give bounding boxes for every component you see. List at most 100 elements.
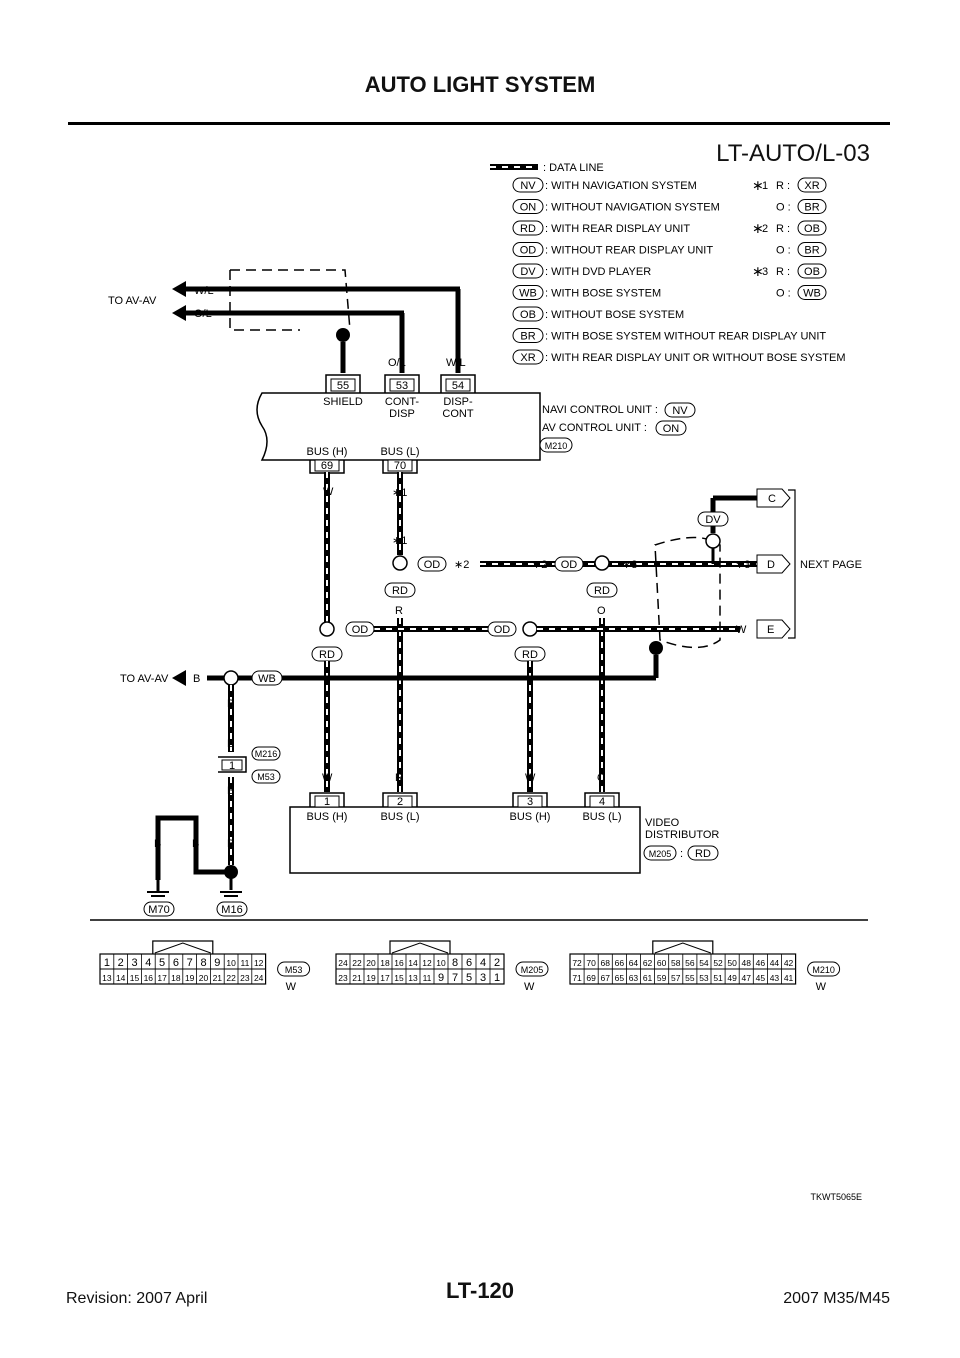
model: 2007 M35/M45 — [783, 1290, 890, 1307]
wire-o-bottom: O — [597, 772, 606, 784]
legend-text: : WITHOUT REAR DISPLAY UNIT — [545, 245, 713, 257]
grounds: B B B M70 M16 — [143, 815, 248, 917]
top-wiring: TO AV-AV W/L O/L O/L W/L — [108, 269, 466, 373]
navi-code: NV — [672, 405, 688, 417]
connector-pin: 41 — [784, 973, 794, 983]
joint-m53: M53 — [257, 772, 275, 782]
wire-o1: O — [597, 605, 606, 617]
legend-code-wb: WB — [519, 288, 537, 300]
note-star: ∗ — [752, 263, 764, 279]
legend-text: : WITH NAVIGATION SYSTEM — [545, 180, 697, 192]
wire-w-top: W — [323, 486, 334, 498]
cu-bottom-pin-name: BUS (H) — [307, 446, 348, 458]
note-o-code: BR — [804, 202, 819, 214]
note-r-code: OB — [804, 266, 820, 278]
arrow-left-icon — [172, 670, 186, 686]
wire-b-left: B — [193, 673, 200, 685]
connector-pin: 10 — [436, 958, 446, 968]
next-page-terminals: C D E NEXT PAGE — [756, 488, 862, 639]
wire-od2: OD — [561, 559, 578, 571]
wire-dv: DV — [705, 514, 721, 526]
connector-pin: 16 — [144, 973, 154, 983]
diagram-code: LT-AUTO/L-03 — [716, 140, 870, 167]
wire-b3: B — [227, 785, 234, 797]
legend-text: : WITH DVD PLAYER — [545, 266, 651, 278]
connector-pin: 44 — [770, 958, 780, 968]
connector-pin: 4 — [480, 957, 486, 969]
legend-text: : WITHOUT BOSE SYSTEM — [545, 309, 684, 321]
to-av-av2-label: TO AV-AV — [120, 673, 169, 685]
connector-color: W — [524, 981, 535, 993]
note-r-label: R : — [776, 180, 790, 192]
legend-text: : WITHOUT NAVIGATION SYSTEM — [545, 202, 720, 214]
arrow-left-icon — [172, 305, 186, 321]
cu-pin-number: 53 — [396, 380, 408, 392]
connector-pin: 51 — [713, 973, 723, 983]
connector-pin: 22 — [226, 973, 236, 983]
cu-pin-name2: CONT — [442, 408, 473, 420]
note-number: 1 — [762, 180, 768, 192]
figure-code: TKWT5065E — [810, 1192, 862, 1202]
legend-code-xr: XR — [520, 352, 535, 364]
wire-star1b: ∗1 — [392, 535, 407, 547]
note-o-label: O : — [776, 202, 791, 214]
to-av-av-label: TO AV-AV — [108, 295, 157, 307]
vd-pin-name: BUS (H) — [510, 811, 551, 823]
connector-pin: 68 — [601, 958, 611, 968]
cu-bottom-pin-name: BUS (L) — [380, 446, 419, 458]
connector-pin: 13 — [408, 973, 418, 983]
vd-name2: DISTRIBUTOR — [645, 829, 719, 841]
vd-pin-name: BUS (H) — [307, 811, 348, 823]
connector-pin: 63 — [629, 973, 639, 983]
connector-pin: 15 — [130, 973, 140, 983]
page-title: AUTO LIGHT SYSTEM — [364, 72, 596, 97]
connector-id: M53 — [285, 965, 303, 975]
wire-wb: WB — [258, 673, 276, 685]
connector-pin: 23 — [240, 973, 250, 983]
note-star: ∗ — [752, 220, 764, 236]
connector-pin: 48 — [742, 958, 752, 968]
revision: Revision: 2007 April — [66, 1290, 208, 1307]
connector-pin: 57 — [671, 973, 681, 983]
wire-w-e: W — [736, 624, 747, 636]
connector-pin: 14 — [116, 973, 126, 983]
connector-pin: 7 — [187, 957, 193, 969]
connector-pin: 4 — [145, 957, 151, 969]
connector-pin: 61 — [643, 973, 653, 983]
vd-pin-name: BUS (L) — [380, 811, 419, 823]
wire-star2b: ∗2 — [532, 559, 547, 571]
connector-pin: 12 — [422, 958, 432, 968]
ground-m16: M16 — [221, 904, 242, 916]
vd-colon: : — [680, 848, 683, 860]
av-code: ON — [663, 423, 680, 435]
connector-pin: 42 — [784, 958, 794, 968]
connector-pin: 9 — [214, 957, 220, 969]
connector-pin: 50 — [727, 958, 737, 968]
note-r-label: R : — [776, 223, 790, 235]
note-r-code: OB — [804, 223, 820, 235]
legend: : DATA LINE NV: WITH NAVIGATION SYSTEMON… — [490, 162, 846, 365]
ol-wire-label: O/L — [388, 357, 406, 369]
wire-star3a: ∗3 — [622, 559, 637, 571]
legend-code-dv: DV — [520, 266, 536, 278]
connector-pin: 22 — [352, 958, 362, 968]
wire-rd3: RD — [319, 649, 335, 661]
cu-pin-name: CONT- — [385, 396, 420, 408]
page-number: LT-120 — [445, 1278, 515, 1303]
connector-pin: 69 — [586, 973, 596, 983]
note-r-label: R : — [776, 266, 790, 278]
wire-r1: R — [395, 605, 403, 617]
vd-name1: VIDEO — [645, 817, 680, 829]
wire-star1a: ∗1 — [392, 487, 407, 499]
note-o-code: WB — [803, 288, 821, 300]
connector-pin: 6 — [173, 957, 179, 969]
cu-bottom-pin-number: 69 — [321, 460, 333, 472]
connector-pin: 7 — [452, 972, 458, 984]
cu-pin-name: SHIELD — [323, 396, 363, 408]
